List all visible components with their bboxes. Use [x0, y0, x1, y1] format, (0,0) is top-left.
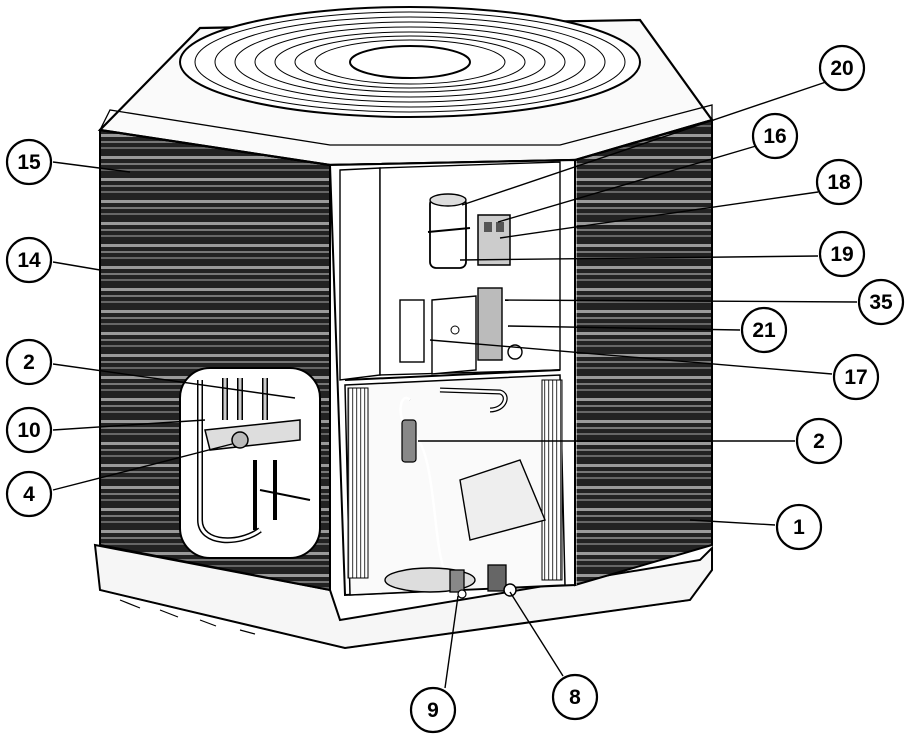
callout-16: 16 [751, 112, 799, 160]
callout-20: 20 [818, 44, 866, 92]
fan-grille [179, 6, 641, 118]
callout-number: 8 [569, 686, 581, 709]
capacitor [427, 193, 471, 269]
callout-19: 19 [818, 230, 866, 278]
leader-line-21 [507, 325, 741, 331]
callout-circle [5, 470, 53, 518]
callout-number: 2 [813, 430, 825, 453]
callout-number: 35 [869, 291, 893, 314]
callout-number: 19 [830, 243, 853, 266]
callout-number: 16 [763, 125, 786, 148]
callout-1: 1 [775, 503, 823, 551]
leader-line-8 [509, 591, 564, 677]
leader-line-10 [52, 419, 206, 431]
callout-number: 2 [23, 351, 35, 374]
callout-35: 35 [857, 278, 905, 326]
callout-number: 4 [23, 483, 35, 506]
callout-circle [775, 503, 823, 551]
contactor [477, 214, 511, 266]
callout-number: 18 [827, 171, 851, 194]
leader-line-4 [52, 443, 233, 491]
callout-circle [815, 158, 863, 206]
callout-8: 8 [551, 673, 599, 721]
callout-number: 9 [427, 699, 439, 722]
callout-2: 2 [795, 417, 843, 465]
left-piping-opening [179, 367, 321, 559]
callout-number: 21 [752, 319, 776, 342]
leader-lines [52, 81, 858, 689]
callout-circle [5, 406, 53, 454]
callout-circle [818, 230, 866, 278]
callout-circle [409, 686, 457, 734]
callout-number: 14 [17, 249, 41, 272]
leader-line-9 [444, 595, 459, 689]
callout-2: 2 [5, 338, 53, 386]
callout-number: 1 [793, 516, 805, 539]
callout-4: 4 [5, 470, 53, 518]
base-pan [93, 543, 713, 650]
callout-21: 21 [740, 306, 788, 354]
callout-18: 18 [815, 158, 863, 206]
callout-9: 9 [409, 686, 457, 734]
leader-line-2 [52, 363, 296, 399]
callout-circle [551, 673, 599, 721]
right-coil-fins [573, 118, 713, 587]
callout-17: 17 [832, 353, 880, 401]
leader-line-16 [497, 145, 757, 223]
callout-number: 17 [844, 366, 867, 389]
callout-circle [818, 44, 866, 92]
lower-compartment [344, 374, 566, 596]
callout-circle [740, 306, 788, 354]
callout-circle [5, 236, 53, 284]
callout-number: 10 [17, 419, 40, 442]
leader-line-20 [461, 81, 827, 206]
callout-number: 20 [830, 57, 853, 80]
leader-line-19 [459, 255, 819, 261]
service-valves [449, 564, 517, 599]
callout-circle [832, 353, 880, 401]
leader-line-14 [52, 261, 101, 271]
callout-circle [795, 417, 843, 465]
defrost-control-board [399, 287, 523, 375]
callout-circle [857, 278, 905, 326]
callout-circle [5, 338, 53, 386]
callout-15: 15 [5, 138, 53, 186]
leader-line-35 [504, 299, 858, 303]
callout-number: 15 [17, 151, 41, 174]
leader-line-1 [689, 519, 776, 526]
leader-line-15 [52, 161, 131, 173]
callout-circle [751, 112, 799, 160]
callout-circle [5, 138, 53, 186]
callout-14: 14 [5, 236, 53, 284]
callout-10: 10 [5, 406, 53, 454]
leader-line-18 [499, 191, 819, 239]
leader-line-17 [429, 339, 833, 375]
